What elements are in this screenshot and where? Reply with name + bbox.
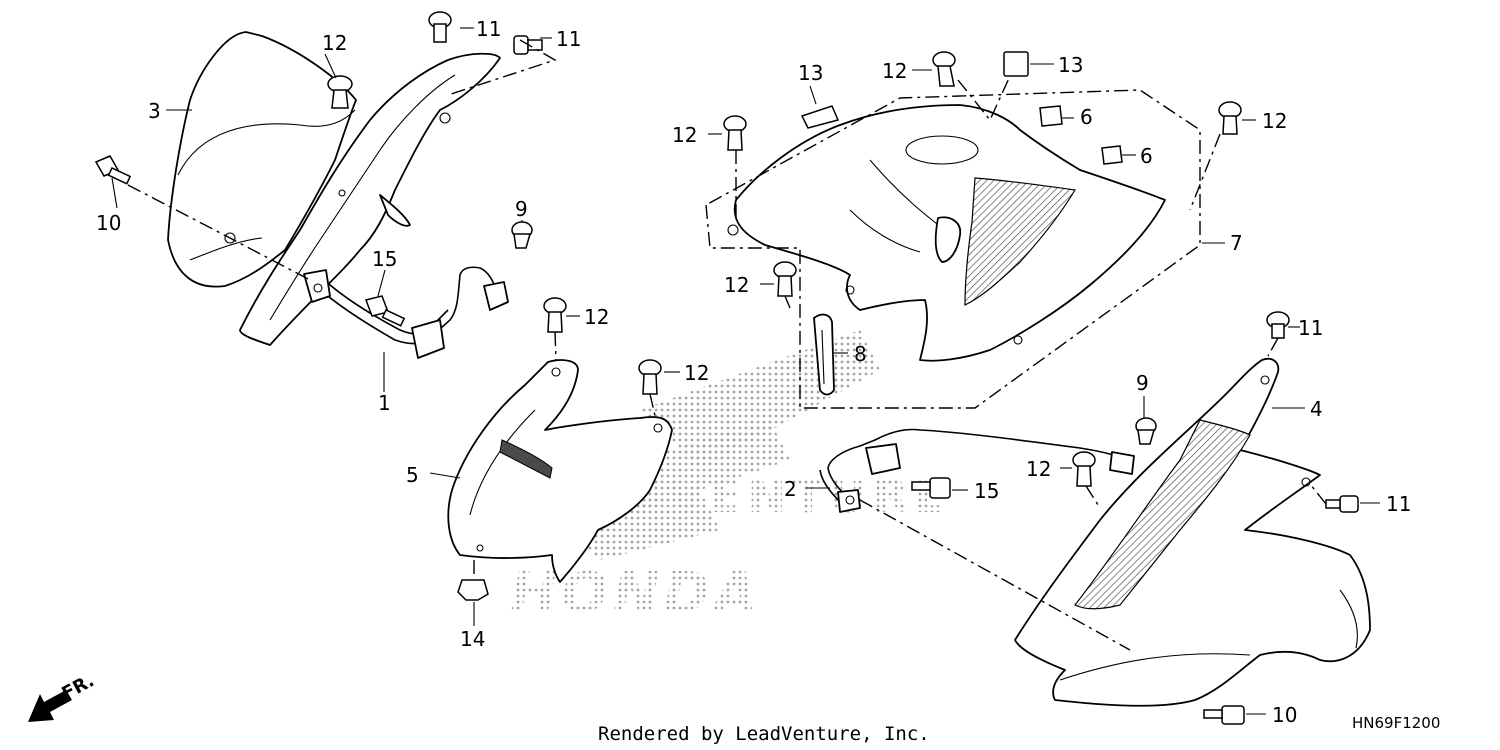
watermark-honda: HONDA: [510, 561, 761, 626]
clip-12-front-cover[interactable]: [638, 359, 662, 395]
push-clip-9-right[interactable]: [1135, 417, 1157, 445]
callout-12-h: 12: [1026, 457, 1051, 481]
callout-11-c: 11: [1298, 316, 1323, 340]
callout-11-a: 11: [476, 17, 501, 41]
callout-10-a: 10: [96, 211, 121, 235]
diagram-code: HN69F1200: [1352, 714, 1440, 732]
clip-12-fender[interactable]: [1072, 451, 1096, 487]
bracket-part-1[interactable]: [303, 266, 509, 359]
clip-nut-13-left[interactable]: [800, 105, 840, 129]
nut-14[interactable]: [457, 579, 489, 601]
callouts: 3 12 11 11 10 9 15 1 12 12 5 14 13 12 13…: [96, 17, 1411, 727]
callout-12-f: 12: [1262, 109, 1287, 133]
callout-4: 4: [1310, 397, 1323, 421]
callout-12-g: 12: [724, 273, 749, 297]
fender-part-4[interactable]: [1014, 357, 1371, 707]
callout-3: 3: [148, 99, 161, 123]
clip-12-tank-lower[interactable]: [773, 261, 797, 297]
clip-12-upper-left[interactable]: [327, 75, 353, 109]
callout-14: 14: [460, 627, 485, 651]
bracket-part-2[interactable]: [819, 428, 1135, 513]
screw-11-fender-side[interactable]: [1325, 495, 1359, 513]
rendered-by-credit: Rendered by LeadVenture, Inc.: [598, 723, 930, 745]
bolt-10-left[interactable]: [94, 155, 132, 185]
bolt-15-right[interactable]: [911, 477, 951, 499]
windshield-part-3[interactable]: [167, 31, 357, 288]
screw-11-fender-top[interactable]: [1266, 311, 1290, 339]
callout-12-c: 12: [684, 361, 709, 385]
group-7-outline: [705, 89, 1201, 409]
callout-15-b: 15: [974, 479, 999, 503]
callout-15-a: 15: [372, 247, 397, 271]
clip-12-tank-top[interactable]: [932, 51, 956, 87]
screw-11-top-left[interactable]: [428, 11, 452, 43]
callout-6-a: 6: [1080, 105, 1093, 129]
callout-1: 1: [378, 391, 391, 415]
callout-12-b: 12: [584, 305, 609, 329]
arrow-down-left-icon: [28, 690, 72, 722]
callout-12-e: 12: [672, 123, 697, 147]
callout-9-b: 9: [1136, 371, 1149, 395]
grommet-6-upper[interactable]: [1039, 105, 1063, 127]
callout-12-d: 12: [882, 59, 907, 83]
bolt-15-left[interactable]: [365, 295, 406, 327]
callout-9-a: 9: [515, 197, 528, 221]
leader-lines: [111, 27, 1380, 715]
left-side-cover[interactable]: [239, 52, 501, 346]
tank-cover-part-7[interactable]: [727, 104, 1166, 362]
clip-nut-13-right[interactable]: [1003, 51, 1029, 77]
trim-part-8[interactable]: [813, 313, 835, 396]
callout-13-b: 13: [1058, 53, 1083, 77]
push-clip-9-left[interactable]: [511, 221, 533, 249]
clip-12-tank-right[interactable]: [1218, 101, 1242, 135]
callout-11-d: 11: [1386, 492, 1411, 516]
callout-10-b: 10: [1272, 703, 1297, 727]
bolt-10-right[interactable]: [1203, 705, 1245, 725]
clip-12-mid[interactable]: [543, 297, 567, 333]
front-cover-part-5[interactable]: [447, 359, 673, 583]
grommet-6-lower[interactable]: [1101, 145, 1123, 165]
callout-8: 8: [854, 342, 867, 366]
clip-12-tank-left[interactable]: [723, 115, 747, 151]
callout-2: 2: [784, 477, 797, 501]
front-direction-indicator: FR.: [28, 670, 98, 722]
callout-13-a: 13: [798, 61, 823, 85]
callout-5: 5: [406, 463, 419, 487]
callout-7: 7: [1230, 231, 1243, 255]
callout-11-b: 11: [556, 27, 581, 51]
callout-6-b: 6: [1140, 144, 1153, 168]
callout-12-a: 12: [322, 31, 347, 55]
